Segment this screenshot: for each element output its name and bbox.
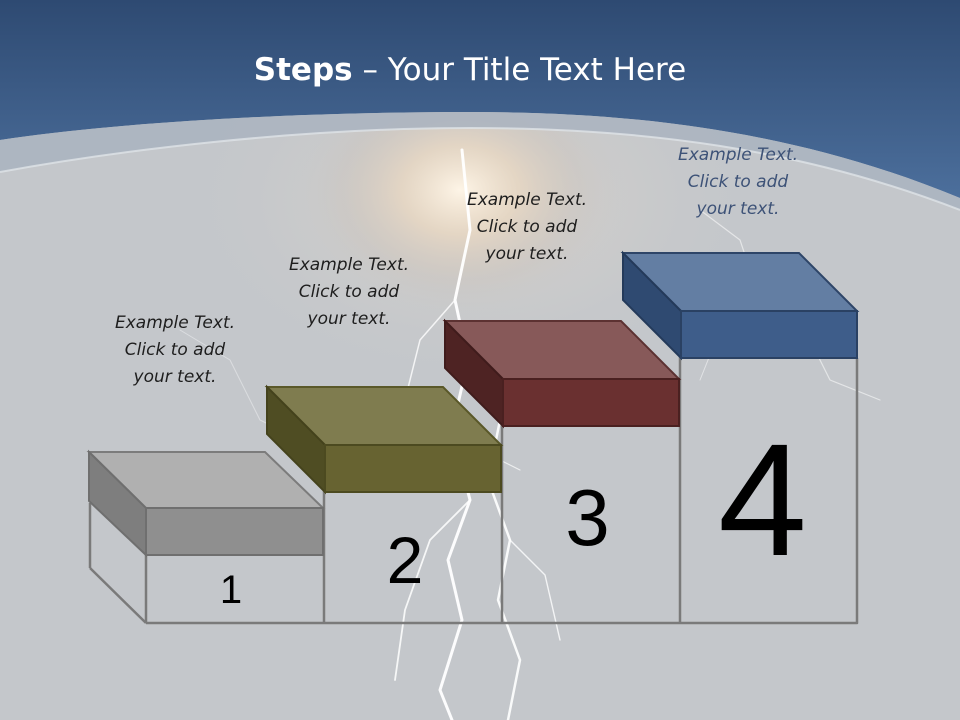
header-band: [0, 0, 960, 198]
caption-line: your text.: [307, 309, 391, 329]
slide-title[interactable]: Steps – Your Title Text Here: [0, 52, 940, 88]
title-rest: – Your Title Text Here: [352, 52, 687, 88]
step-block-4[interactable]: [620, 250, 860, 361]
step-block-3[interactable]: [442, 318, 682, 429]
caption-line: Click to add: [298, 282, 400, 302]
step-caption-1[interactable]: Example Text. Click to add your text.: [80, 310, 270, 391]
caption-line: your text.: [696, 199, 780, 219]
caption-line: Example Text.: [466, 190, 588, 210]
step-caption-2[interactable]: Example Text. Click to add your text.: [254, 252, 444, 333]
step-number-2: 2: [386, 523, 424, 597]
step-caption-3[interactable]: Example Text. Click to add your text.: [432, 187, 622, 268]
caption-line: your text.: [133, 367, 217, 387]
title-bold: Steps: [253, 52, 353, 88]
step-block-1[interactable]: [86, 449, 326, 558]
step-caption-4[interactable]: Example Text. Click to add your text.: [643, 142, 833, 223]
header-swoosh: [0, 112, 960, 210]
caption-line: Click to add: [476, 217, 578, 237]
step-block-2[interactable]: [264, 384, 504, 495]
caption-line: Example Text.: [114, 313, 236, 333]
step-number-1: 1: [219, 568, 243, 612]
caption-line: Click to add: [124, 340, 226, 360]
step-number-3: 3: [565, 473, 610, 562]
caption-line: Example Text.: [677, 145, 799, 165]
caption-line: Click to add: [687, 172, 789, 192]
step-number-4: 4: [718, 410, 807, 589]
caption-line: Example Text.: [288, 255, 410, 275]
caption-line: your text.: [485, 244, 569, 264]
